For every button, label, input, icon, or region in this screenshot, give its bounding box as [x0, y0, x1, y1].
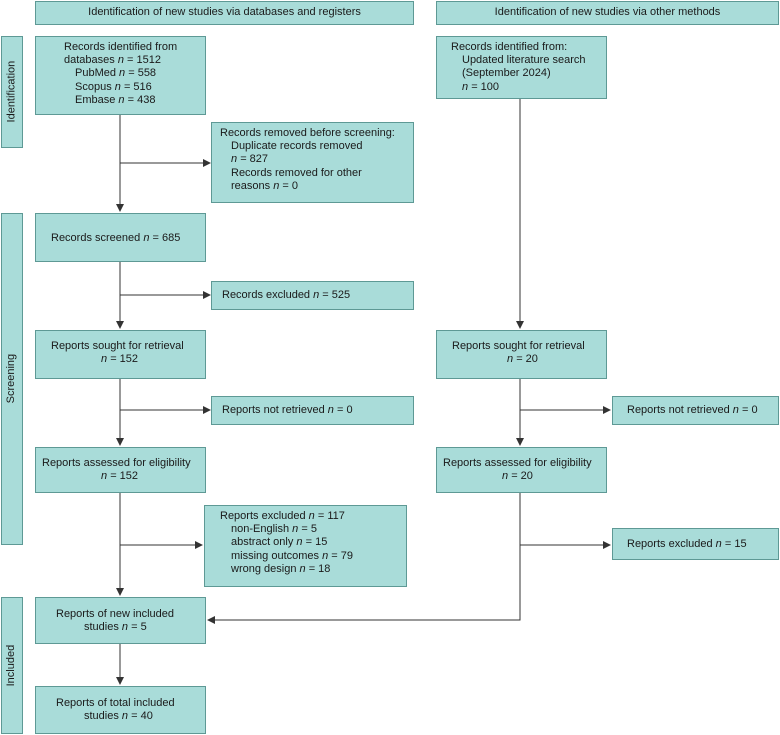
other-not-retrieved-box: Reports not retrieved n = 0	[612, 396, 779, 425]
phase-included: Included	[1, 597, 23, 734]
records-screened-box: Records screened n = 685	[35, 213, 206, 262]
new-included-box: Reports of new included studies n = 5	[35, 597, 206, 644]
records-excluded-box: Records excluded n = 525	[211, 281, 414, 310]
other-reports-sought-box: Reports sought for retrieval n = 20	[436, 330, 607, 379]
header-other-methods: Identification of new studies via other …	[436, 1, 779, 25]
other-reports-excluded-box: Reports excluded n = 15	[612, 528, 779, 560]
phase-screening: Screening	[1, 213, 23, 545]
records-removed-box: Records removed before screening: Duplic…	[211, 122, 414, 203]
records-identified-box: Records identified from databases n = 15…	[35, 36, 206, 115]
header-databases: Identification of new studies via databa…	[35, 1, 414, 25]
total-included-box: Reports of total included studies n = 40	[35, 686, 206, 734]
reports-assessed-box: Reports assessed for eligibility n = 152	[35, 447, 206, 493]
reports-not-retrieved-box: Reports not retrieved n = 0	[211, 396, 414, 425]
reports-sought-box: Reports sought for retrieval n = 152	[35, 330, 206, 379]
arrow-other-to-new-included	[207, 493, 521, 624]
other-reports-assessed-box: Reports assessed for eligibility n = 20	[436, 447, 607, 493]
other-records-identified-box: Records identified from: Updated literat…	[436, 36, 607, 99]
reports-excluded-box: Reports excluded n = 117 non-English n =…	[204, 505, 407, 587]
phase-identification: Identification	[1, 36, 23, 148]
